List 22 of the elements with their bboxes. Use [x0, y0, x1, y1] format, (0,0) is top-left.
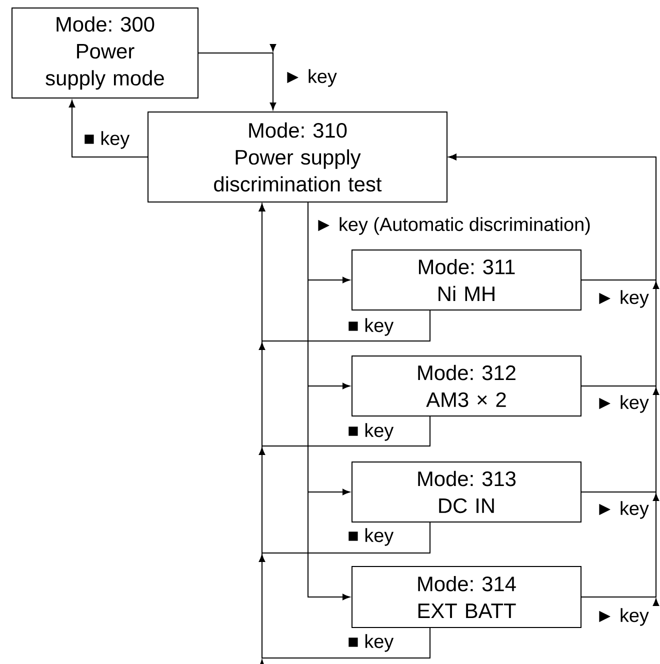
edge-label: ■ key: [346, 317, 395, 337]
edge-label: ► key: [594, 607, 650, 627]
arrow: [68, 100, 148, 158]
edge-label: ► key: [594, 394, 650, 414]
arrow: [449, 154, 660, 606]
arrow: [258, 204, 430, 664]
edge-label: ■ key: [346, 633, 395, 653]
mode-box: Mode: 312 AM3 × 2: [352, 356, 582, 416]
mode-box: Mode: 311 Ni MH: [352, 250, 582, 310]
mode-box: Mode: 313 DC IN: [352, 462, 582, 522]
edge-label: ► key: [594, 500, 650, 520]
mode-box: Mode: 314 EXT BATT: [352, 566, 582, 628]
edge-label: ■ key: [82, 130, 131, 150]
edge-label: ► key (Automatic discrimination): [314, 216, 592, 236]
mode-box: Mode: 300 Power supply mode: [12, 8, 198, 98]
mode-box: Mode: 310 Power supply discrimination test: [148, 112, 448, 202]
arrow: [198, 44, 276, 110]
edge-label: ► key: [594, 289, 650, 309]
edge-label: ► key: [282, 68, 338, 88]
arrow: [308, 202, 350, 600]
edge-label: ■ key: [346, 422, 395, 442]
edge-label: ■ key: [346, 527, 395, 547]
